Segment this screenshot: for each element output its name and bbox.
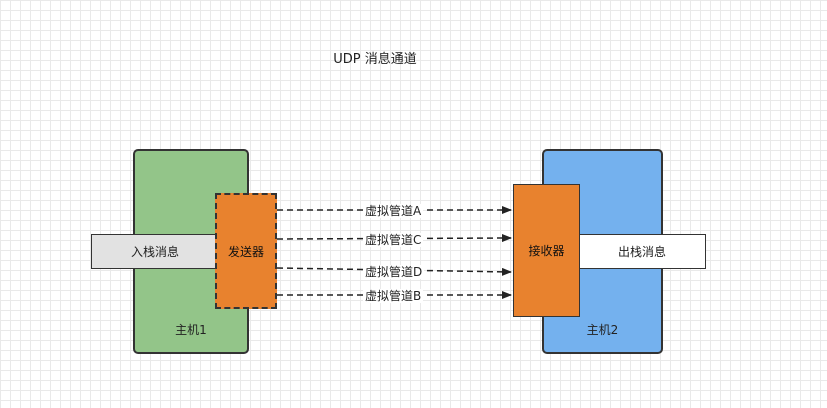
pipe-c-arrow — [276, 234, 512, 243]
pipe-d-label: 虚拟管道D — [363, 265, 425, 279]
sender-box: 发送器 — [215, 193, 277, 309]
out-stack-label: 出栈消息 — [617, 245, 666, 259]
in-stack-box: 入栈消息 — [91, 234, 219, 269]
pipe-d-arrow — [276, 267, 512, 276]
pipe-a-label: 虚拟管道A — [363, 204, 424, 218]
in-stack-label: 入栈消息 — [130, 245, 179, 259]
out-stack-box: 出栈消息 — [578, 234, 706, 269]
receiver-label: 接收器 — [528, 244, 565, 258]
pipe-b-label: 虚拟管道B — [363, 289, 424, 303]
pipe-c-label: 虚拟管道C — [363, 233, 424, 247]
receiver-box: 接收器 — [513, 184, 580, 317]
sender-label: 发送器 — [227, 244, 264, 259]
host2-label: 主机2 — [586, 323, 619, 337]
host1-label: 主机1 — [175, 323, 207, 337]
diagram-title: UDP 消息通道 — [333, 52, 417, 67]
